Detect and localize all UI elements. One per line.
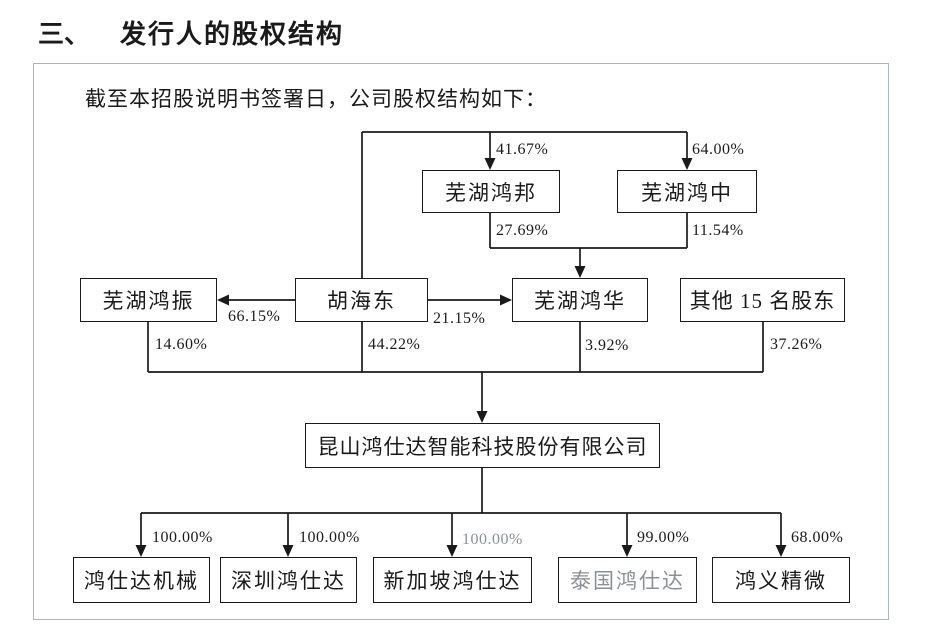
ownership-percent-hongyi: 68.00%: [791, 529, 844, 546]
node-issuer: 昆山鸿仕达智能科技股份有限公司: [305, 423, 660, 468]
node-label: 芜湖鸿振: [102, 289, 195, 313]
node-label: 芜湖鸿邦: [445, 180, 537, 205]
node-shenzhen-hongshida: 深圳鸿仕达: [220, 557, 357, 603]
node-hu-haidong: 胡海东: [295, 278, 428, 322]
ownership-percent-honghua: 21.15%: [433, 310, 486, 327]
node-label: 新加坡鸿仕达: [383, 569, 522, 593]
node-label: 深圳鸿仕达: [231, 569, 346, 593]
node-wuhu-hongzhong: 芜湖鸿中: [617, 170, 757, 213]
ownership-percent-hongzhen-issuer: 14.60%: [155, 336, 208, 353]
ownership-percent-others-issuer: 37.26%: [770, 336, 823, 353]
ownership-percent-hongzhen: 66.15%: [228, 308, 281, 325]
node-label: 鸿义精微: [735, 569, 827, 593]
ownership-percent-thailand: 99.00%: [637, 529, 690, 546]
node-label: 泰国鸿仕达: [570, 569, 685, 593]
ownership-percent-singapore: 100.00%: [462, 531, 523, 548]
node-wuhu-hongzhen: 芜湖鸿振: [80, 278, 217, 322]
node-label: 胡海东: [327, 289, 396, 313]
node-wuhu-honghua: 芜湖鸿华: [512, 278, 648, 322]
section-heading: 三、发行人的股权结构: [38, 14, 344, 51]
node-label: 昆山鸿仕达智能科技股份有限公司: [317, 434, 648, 459]
ownership-percent-hongzhong: 64.00%: [692, 141, 745, 158]
section-title: 发行人的股权结构: [120, 20, 345, 49]
node-thailand-hongshida: 泰国鸿仕达: [558, 557, 697, 603]
structure-frame: [33, 63, 889, 620]
node-other-15-shareholders: 其他 15 名股东: [680, 278, 845, 322]
ownership-percent-machinery: 100.00%: [152, 529, 213, 546]
node-label: 芜湖鸿华: [534, 289, 626, 313]
intro-text: 截至本招股说明书签署日，公司股权结构如下：: [85, 87, 547, 111]
node-label: 其他 15 名股东: [689, 289, 836, 313]
section-number: 三、: [38, 20, 91, 49]
ownership-percent-hongbang: 41.67%: [496, 141, 549, 158]
ownership-percent-hongzhong-honghua: 11.54%: [692, 222, 744, 239]
node-wuhu-hongbang: 芜湖鸿邦: [422, 170, 560, 213]
node-label: 鸿仕达机械: [84, 569, 199, 593]
node-hongyi-jingwei: 鸿义精微: [712, 557, 850, 603]
ownership-percent-huhaidong-issuer: 44.22%: [368, 336, 421, 353]
ownership-percent-shenzhen: 100.00%: [299, 529, 360, 546]
node-singapore-hongshida: 新加坡鸿仕达: [373, 557, 532, 603]
arrowheads: [135, 158, 787, 557]
node-hongshida-machinery: 鸿仕达机械: [73, 557, 210, 603]
node-label: 芜湖鸿中: [641, 180, 733, 205]
ownership-percent-hongbang-honghua: 27.69%: [496, 222, 549, 239]
ownership-percent-honghua-issuer: 3.92%: [585, 337, 629, 354]
